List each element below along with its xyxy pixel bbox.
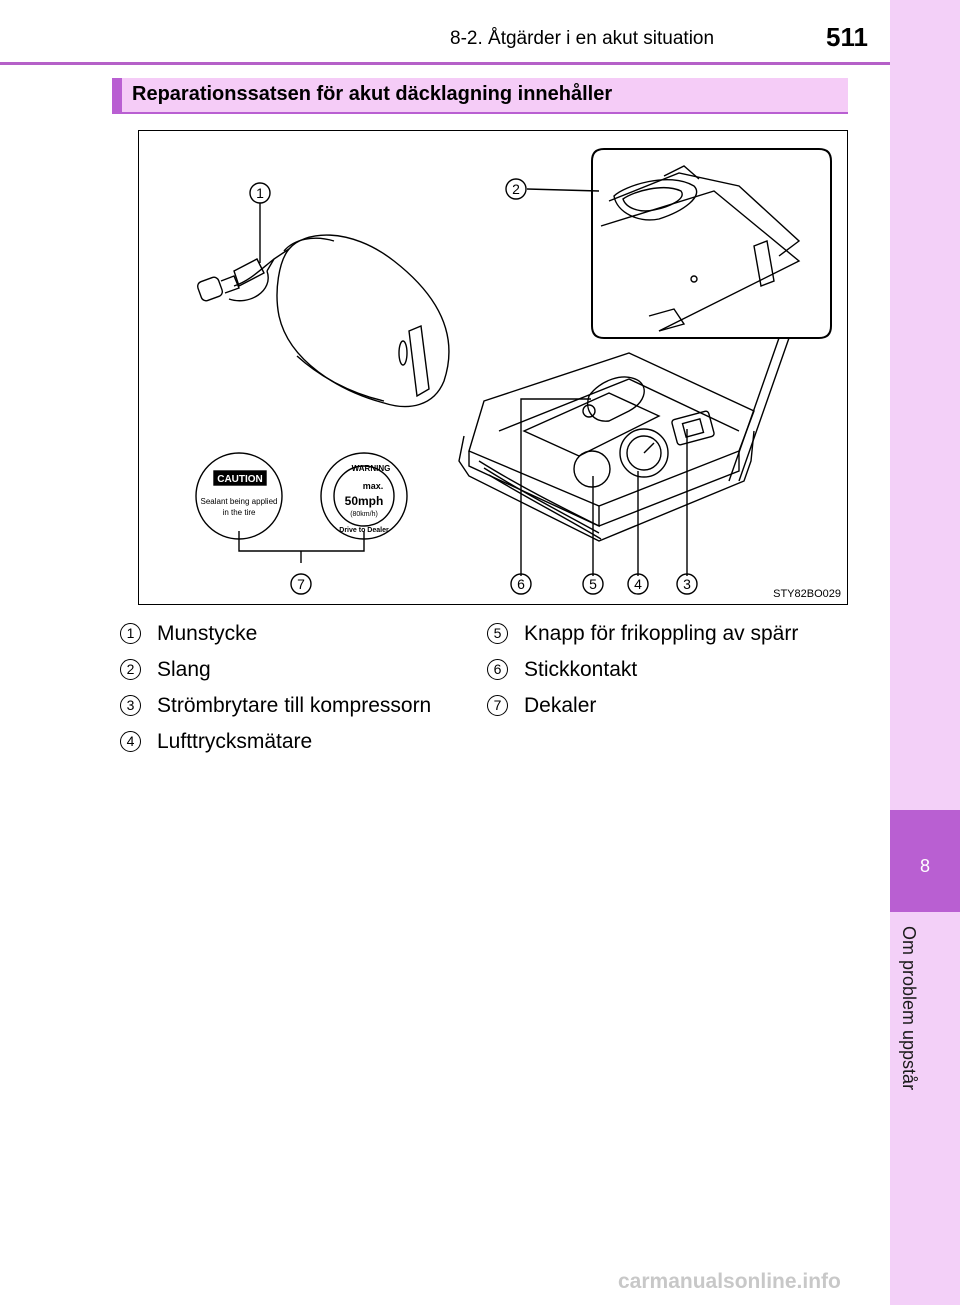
watermark[interactable]: carmanualsonline.info [618,1270,841,1293]
caution-line1: Sealant being applied [201,497,278,506]
section-accent [112,78,122,112]
svg-text:1: 1 [256,185,264,201]
warning-heading: WARNING [352,464,391,473]
section-rule [112,112,848,114]
legend-number: 3 [120,695,141,716]
page-number: 511 [826,22,868,52]
figure-id: STY82BO029 [773,588,841,600]
warning-max: max. [363,481,384,491]
header-section-title: 8-2. Åtgärder i en akut situation [450,28,715,49]
warning-speed-kmh: (80km/h) [350,511,378,518]
callout-5: 5 [582,573,604,595]
repair-kit-illustration: CAUTION Sealant being applied in the tir… [138,130,848,605]
legend-label: Stickkontakt [524,658,638,681]
legend-number: 4 [120,731,141,752]
legend-number: 7 [487,695,508,716]
compressor [458,352,755,542]
callout-2: 2 [505,178,527,200]
caution-sticker: CAUTION Sealant being applied in the tir… [195,452,283,540]
header-rule [0,62,890,65]
illustration-svg: CAUTION Sealant being applied in the tir… [195,148,832,595]
legend-label: Lufttrycksmätare [157,730,313,753]
svg-text:3: 3 [683,576,691,592]
chapter-title-text: Om problem uppstår [899,926,919,1091]
caution-heading: CAUTION [217,474,263,485]
chapter-title: Om problem uppstår [895,926,921,1156]
callout-1: 1 [249,182,271,204]
legend-number: 6 [487,659,508,680]
warning-sticker: WARNING max. 50mph (80km/h) Drive to Dea… [320,452,408,540]
section-heading-bar: Reparationssatsen för akut däcklagning i… [112,78,848,112]
caution-line2: in the tire [223,508,256,517]
legend-label: Munstycke [157,622,258,645]
chapter-number: 8 [919,856,930,876]
legend-number: 1 [120,623,141,644]
legend-number: 5 [487,623,508,644]
callout-4: 4 [627,573,649,595]
svg-text:4: 4 [634,576,642,592]
legend-label: Slang [157,658,211,681]
callout-6: 6 [510,573,532,595]
legend-label: Strömbrytare till kompressorn [157,694,432,717]
callout-3: 3 [676,573,698,595]
svg-text:5: 5 [589,576,597,592]
legend-label: Dekaler [524,694,597,717]
callout-7: 7 [290,573,312,595]
callout-leaders [238,188,688,576]
warning-speed: 50mph [345,494,384,508]
section-title: Reparationssatsen för akut däcklagning i… [132,83,613,105]
chapter-box[interactable]: 8 [890,810,960,912]
detail-inset [591,148,832,482]
legend-number: 2 [120,659,141,680]
svg-text:7: 7 [297,576,305,592]
warning-footer: Drive to Dealer [339,527,389,534]
sealant-bottle [196,234,450,408]
side-tab [890,0,960,1305]
legend-label: Knapp för frikoppling av spärr [524,622,799,645]
svg-text:2: 2 [512,181,520,197]
svg-text:6: 6 [517,576,525,592]
